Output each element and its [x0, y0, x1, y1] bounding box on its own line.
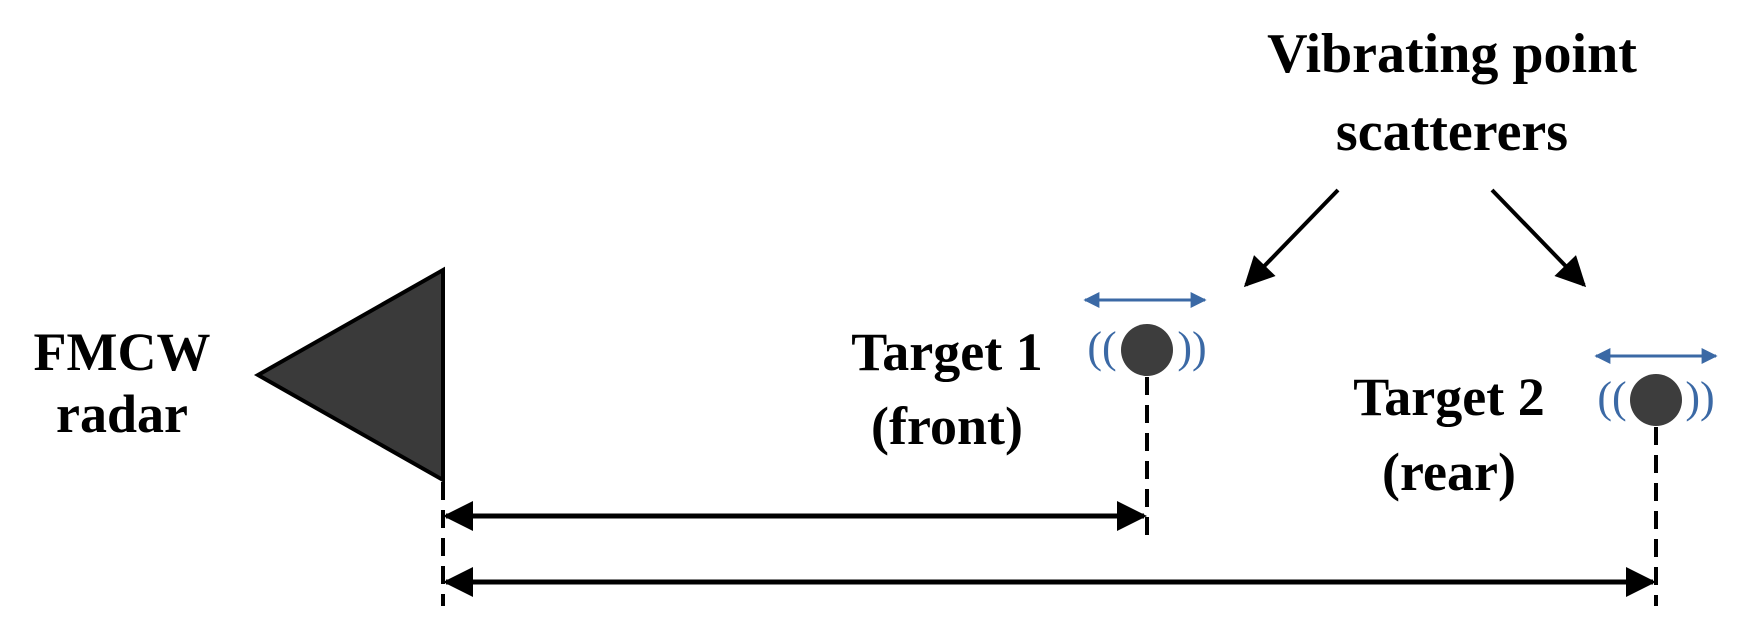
target2-label-line1: Target 2 [1353, 367, 1544, 427]
target1-label-line1: Target 1 [851, 322, 1042, 382]
target1-label-line2: (front) [871, 396, 1023, 456]
radar-label-line2: radar [56, 384, 188, 444]
radar-antenna-icon [253, 266, 445, 484]
target1-wave-right-icon: )) [1177, 323, 1206, 372]
target1-point [1121, 324, 1173, 376]
callout-label-line1: Vibrating point [1267, 23, 1637, 85]
callout-arrow-to-target1 [1243, 188, 1340, 288]
radar-label-line1: FMCW [34, 322, 211, 382]
callout-label-line2: scatterers [1336, 101, 1568, 163]
target1-wave-left-icon: (( [1087, 323, 1116, 372]
target2-wave-left-icon: (( [1597, 373, 1626, 422]
callout-arrow-to-target2 [1490, 188, 1587, 288]
target2-label-line2: (rear) [1382, 442, 1516, 502]
target2-wave-right-icon: )) [1685, 373, 1714, 422]
target2-point [1630, 374, 1682, 426]
